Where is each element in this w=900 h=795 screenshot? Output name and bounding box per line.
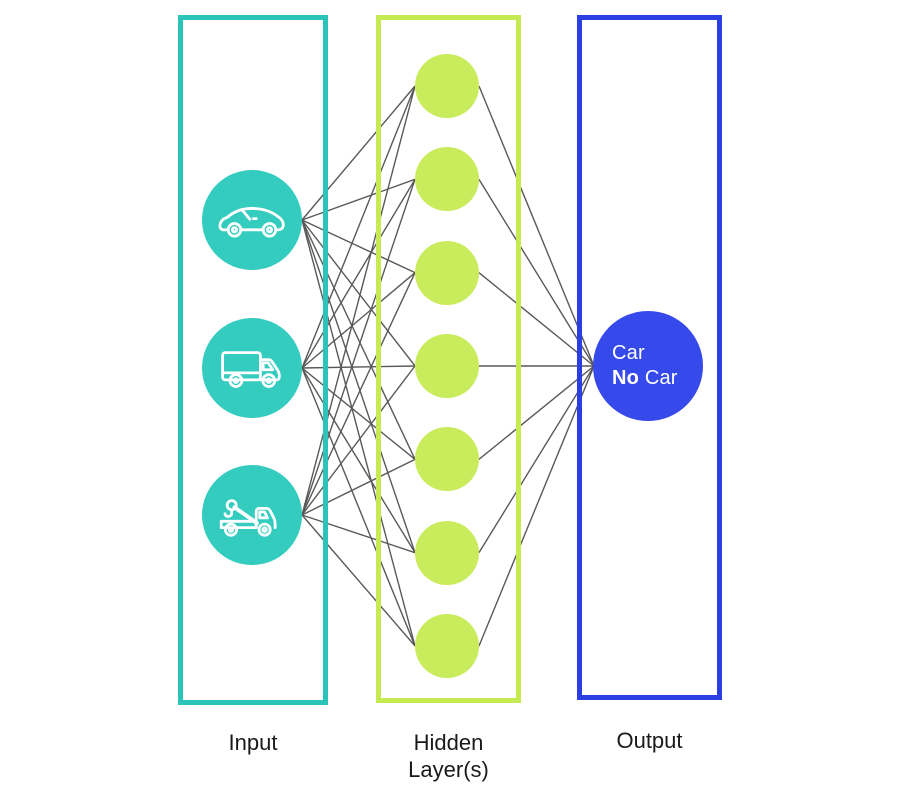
connection-line xyxy=(301,272,416,369)
output-text-no: No xyxy=(612,367,640,389)
connection-line xyxy=(301,367,416,554)
hidden-layer-label-line2: Layer(s) xyxy=(408,757,489,782)
connection-line xyxy=(478,365,595,554)
connection-line xyxy=(301,365,416,516)
box-truck-icon xyxy=(221,351,281,388)
connection-line xyxy=(301,85,416,516)
hidden-layer-label-line1: Hidden xyxy=(413,730,484,755)
input-node-tow-truck xyxy=(202,465,302,565)
hidden-node-6 xyxy=(415,520,479,585)
connection-line xyxy=(301,179,416,516)
connection-line xyxy=(301,458,416,516)
connection-line xyxy=(301,367,416,647)
input-node-box-truck xyxy=(202,318,302,418)
connection-line xyxy=(301,514,416,554)
connection-line xyxy=(301,178,416,369)
connection-line xyxy=(301,272,416,516)
output-text-car: Car xyxy=(639,367,678,389)
connection-line xyxy=(301,178,416,221)
input-layer-label: Input xyxy=(228,730,278,755)
hidden-node-3 xyxy=(415,240,479,305)
connection-line xyxy=(478,178,595,367)
hidden-layer-label: Hidden Layer(s) xyxy=(376,729,521,783)
output-node: Car No Car xyxy=(593,311,703,421)
connection-line xyxy=(478,365,595,460)
hidden-node-7 xyxy=(415,613,479,678)
hidden-node-4 xyxy=(415,333,479,398)
output-layer-label: Output xyxy=(616,728,683,753)
car-icon xyxy=(218,207,285,238)
output-text-line1: Car xyxy=(612,342,645,364)
connection-line xyxy=(301,514,416,647)
connection-line xyxy=(478,365,595,647)
connection-line xyxy=(301,219,416,460)
connection-line xyxy=(301,219,416,274)
hidden-node-1 xyxy=(415,54,479,118)
connection-line xyxy=(301,365,416,369)
connection-line xyxy=(301,85,416,221)
connection-line xyxy=(478,272,595,367)
connection-line xyxy=(301,219,416,367)
connection-line xyxy=(301,219,416,553)
connection-line xyxy=(478,85,595,367)
hidden-node-2 xyxy=(415,147,479,212)
connection-line xyxy=(301,85,416,369)
connection-line xyxy=(301,367,416,460)
hidden-node-5 xyxy=(415,427,479,492)
output-text-line2: No Car xyxy=(612,366,678,391)
connection-line xyxy=(301,219,416,647)
input-node-car xyxy=(202,170,302,270)
tow-truck-icon xyxy=(219,499,277,537)
